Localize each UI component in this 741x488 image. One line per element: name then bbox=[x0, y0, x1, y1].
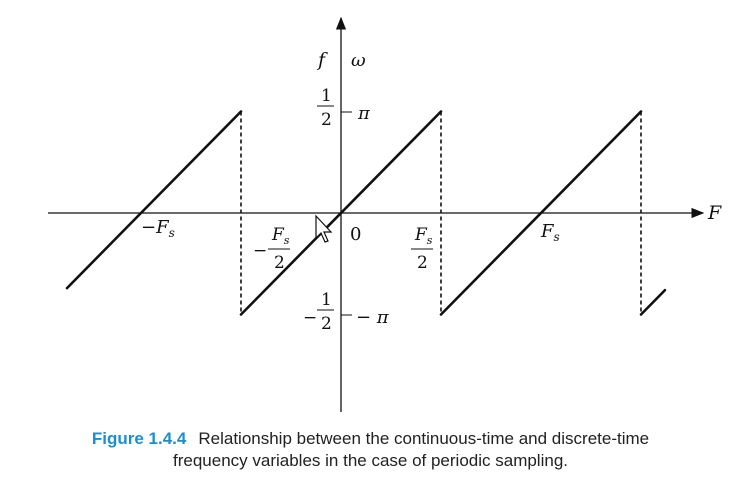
y-neg-half-denominator: 2 bbox=[321, 314, 332, 334]
caption-line-2: frequency variables in the case of perio… bbox=[173, 451, 568, 470]
x-half-denominator: 2 bbox=[417, 253, 428, 273]
sawtooth-segment-1 bbox=[65, 110, 243, 290]
y-pi-label: π bbox=[357, 103, 371, 124]
x-neg-Fs-sub: s bbox=[169, 226, 175, 240]
omega-axis-label: ω bbox=[351, 50, 366, 71]
y-neg-half-numerator: 1 bbox=[321, 290, 332, 310]
x-neg-half-num-main: F bbox=[271, 225, 285, 245]
x-neg-half-numerator: Fs bbox=[271, 225, 290, 247]
sawtooth-segment-3 bbox=[439, 110, 643, 316]
x-neg-half-num-sub: s bbox=[284, 234, 290, 247]
x-neg-Fs-label: −Fs bbox=[141, 217, 175, 240]
mouse-cursor-icon bbox=[315, 214, 333, 243]
caption-line-1: Figure 1.4.4 Relationship between the con… bbox=[0, 428, 741, 450]
x-half-numerator: Fs bbox=[414, 225, 433, 247]
x-neg-half-denominator: 2 bbox=[274, 253, 285, 273]
figure-caption: Figure 1.4.4 Relationship between the con… bbox=[0, 428, 741, 472]
discontinuity-lines bbox=[240, 111, 642, 315]
sawtooth-figure: f ω F 0 1 2 π − 1 2 − π −Fs − Fs 2 Fs 2 … bbox=[48, 16, 722, 412]
sawtooth-segment-4 bbox=[639, 288, 667, 316]
origin-label: 0 bbox=[350, 224, 361, 245]
y-half-numerator: 1 bbox=[321, 86, 332, 106]
x-half-num-sub: s bbox=[427, 234, 433, 247]
sawtooth-series bbox=[65, 110, 667, 316]
sawtooth-segment-2 bbox=[239, 110, 443, 316]
caption-text-1: Relationship between the continuous-time… bbox=[198, 429, 650, 448]
x-neg-Fs-main: −F bbox=[141, 217, 170, 238]
caption-label: Figure 1.4.4 bbox=[91, 429, 187, 448]
y-neg-pi-label: − π bbox=[356, 307, 390, 328]
y-neg-half-sign: − bbox=[303, 308, 317, 328]
x-Fs-main: F bbox=[540, 221, 555, 242]
x-neg-half-sign: − bbox=[253, 241, 267, 261]
x-half-num-main: F bbox=[414, 225, 428, 245]
y-half-denominator: 2 bbox=[321, 110, 332, 130]
x-Fs-label: Fs bbox=[540, 221, 560, 244]
F-axis-label: F bbox=[707, 202, 722, 224]
f-axis-label: f bbox=[316, 49, 328, 71]
x-Fs-sub: s bbox=[554, 230, 560, 244]
